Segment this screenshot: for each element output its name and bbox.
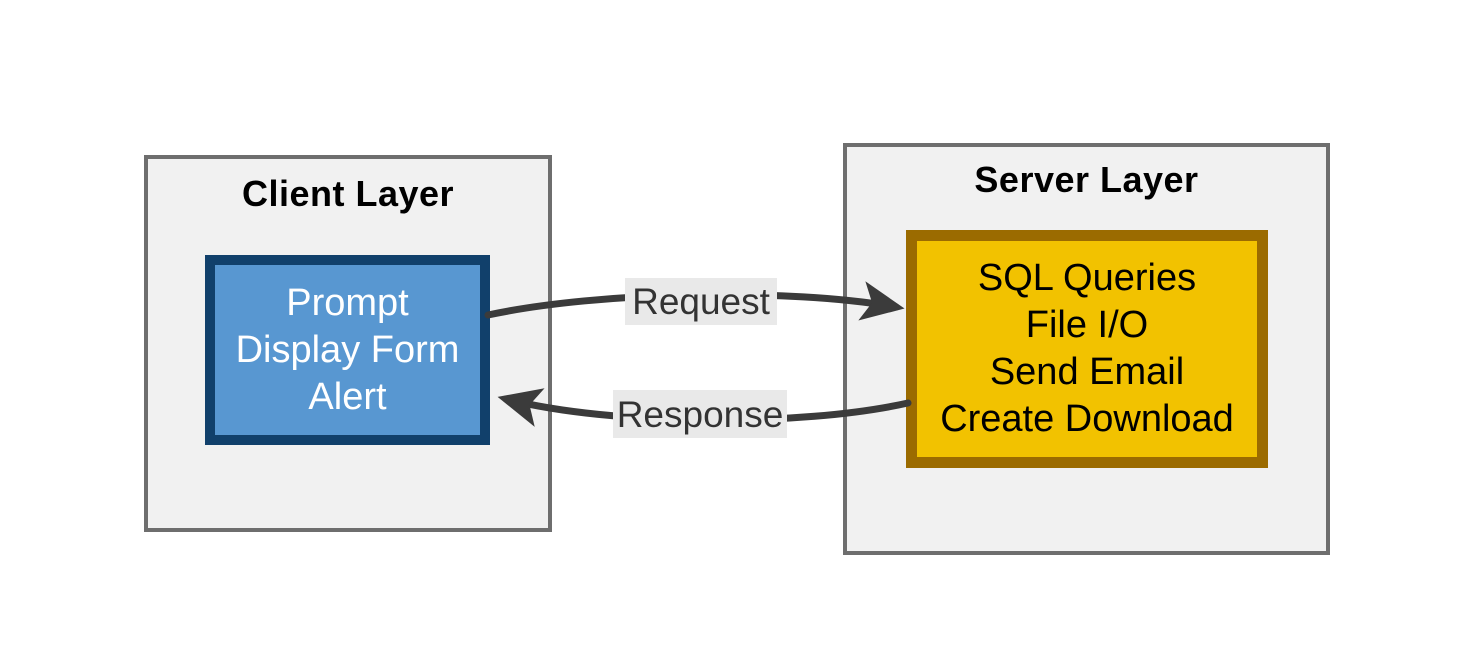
request-label: Request [625,278,777,325]
client-node-line: Prompt [286,281,409,324]
response-label: Response [613,390,787,438]
server-node-line: File I/O [1025,304,1149,346]
server-node-line: Create Download [940,398,1234,440]
client-node-line: Alert [308,375,387,418]
server-node-line: SQL Queries [977,257,1197,299]
client-node: Prompt Display Form Alert [205,255,490,445]
server-node: SQL Queries File I/O Send Email Create D… [906,230,1268,468]
client-layer-title: Client Layer [241,173,455,214]
client-node-line: Display Form [235,328,460,371]
server-layer-title: Server Layer [974,159,1199,200]
server-node-line: Send Email [989,351,1185,393]
